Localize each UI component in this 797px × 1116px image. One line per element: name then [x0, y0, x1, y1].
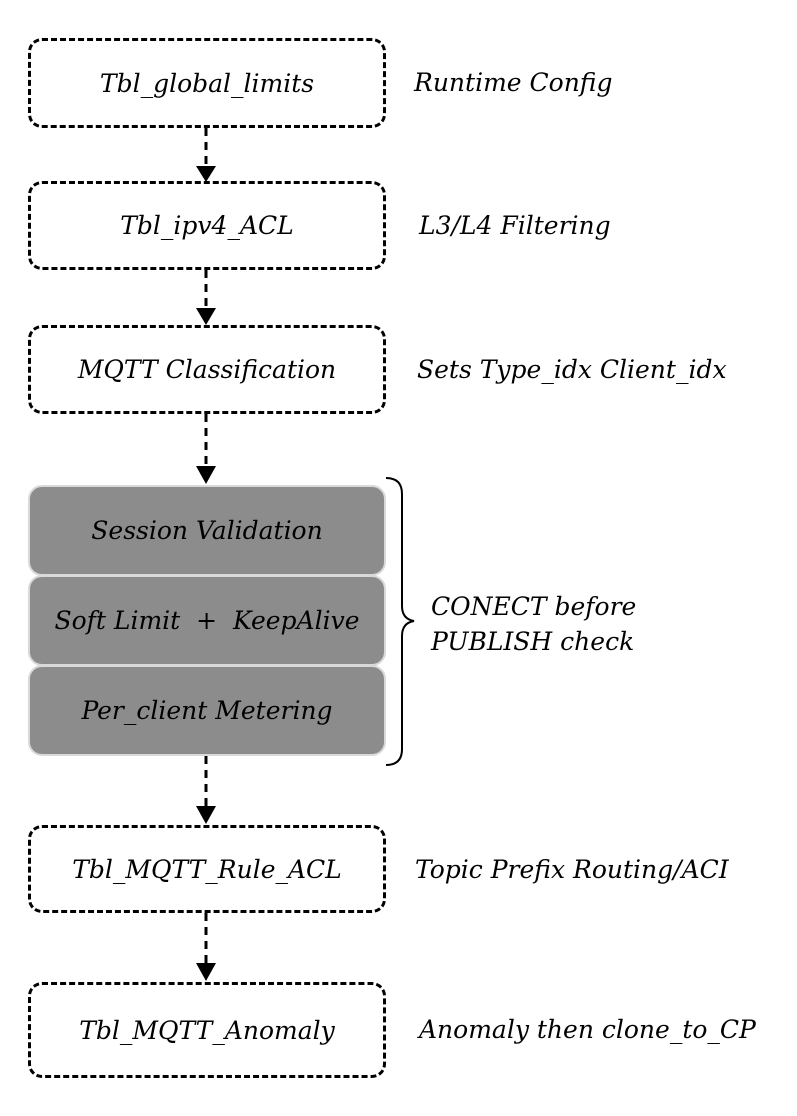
group-box-soft-limit-keepalive: Soft Limit + KeepAlive [28, 575, 386, 666]
step-box-mqtt-rule-acl: Tbl_MQTT_Rule_ACL [28, 825, 386, 913]
step-note: Anomaly then clone_to_CP [419, 1015, 756, 1044]
step-box-mqtt-anomaly: Tbl_MQTT_Anomaly [28, 982, 386, 1078]
arrow-1 [196, 128, 216, 182]
step-note: Topic Prefix Routing/ACI [415, 855, 729, 884]
arrow-3 [196, 414, 216, 484]
step-label: Tbl_ipv4_ACL [120, 211, 294, 240]
step-note: L3/L4 Filtering [419, 211, 611, 240]
group-box-per-client-metering: Per_client Metering [28, 665, 386, 756]
group-note-line2: PUBLISH check [431, 627, 635, 656]
step-label: MQTT Classification [77, 355, 337, 384]
step-label: Tbl_MQTT_Anomaly [79, 1015, 335, 1045]
step-box-global-limits: Tbl_global_limits [28, 38, 386, 128]
step-note: Sets Type_idx Client_idx [417, 355, 727, 384]
group-note-line1: CONECT before [431, 592, 637, 621]
group-item-label: Soft Limit + KeepAlive [54, 606, 360, 635]
arrow-4 [196, 756, 216, 824]
step-box-mqtt-classification: MQTT Classification [28, 325, 386, 414]
group-item-label: Session Validation [91, 516, 323, 545]
step-note: Runtime Config [414, 68, 613, 97]
step-label: Tbl_MQTT_Rule_ACL [72, 854, 342, 884]
arrow-2 [196, 270, 216, 325]
group-brace [385, 477, 415, 766]
arrow-5 [196, 913, 216, 981]
step-box-ipv4-acl: Tbl_ipv4_ACL [28, 181, 386, 270]
group-box-session-validation: Session Validation [28, 485, 386, 576]
group-item-label: Per_client Metering [81, 696, 333, 725]
step-label: Tbl_global_limits [99, 68, 315, 98]
